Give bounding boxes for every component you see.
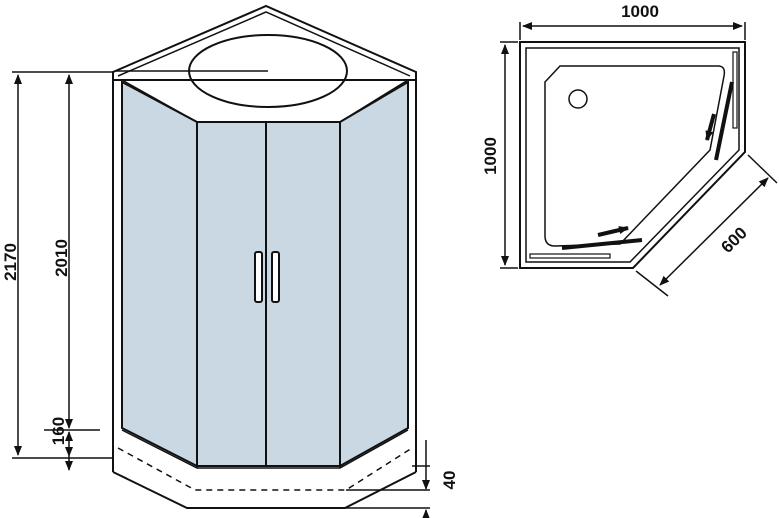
dim-tray-height: 160 (49, 417, 73, 471)
dim-plan-width-label: 1000 (621, 2, 659, 21)
dim-door-side: 600 (635, 154, 778, 297)
dim-total-height-label: 2170 (1, 243, 20, 281)
glass-panel-right (339, 80, 409, 468)
cabin-roof-inner (117, 11, 411, 77)
plan-view: 1000 1000 600 (481, 2, 778, 297)
door-arrow-right (705, 113, 716, 141)
rail-bottom (529, 253, 611, 259)
drain-icon (568, 89, 588, 109)
dim-door-side-label: 600 (717, 223, 750, 256)
door-handle-right (271, 251, 280, 303)
dim-total-height: 2170 (1, 71, 113, 459)
rail-right (732, 51, 738, 129)
cabin-roof-outline (112, 4, 417, 81)
front-view: 2170 2010 160 40 (1, 4, 459, 518)
sliding-door-right (714, 81, 734, 161)
door-handle-left (254, 251, 263, 303)
dim-cabin-height-label: 2010 (52, 239, 71, 277)
dim-cabin-height: 2010 (44, 74, 100, 431)
dim-tray-offset-label: 40 (440, 471, 459, 490)
dim-tray-offset: 40 (422, 440, 459, 518)
dim-plan-depth: 1000 (481, 41, 518, 269)
tray-hidden-edge (117, 447, 413, 491)
dim-plan-width: 1000 (519, 2, 746, 40)
glass-panel-left (121, 80, 198, 468)
dim-tray-height-label: 160 (49, 417, 68, 445)
dim-plan-depth-label: 1000 (481, 137, 500, 175)
tray-rim (121, 429, 409, 469)
door-arrow-bottom (597, 226, 629, 237)
sliding-door-bottom (561, 238, 643, 250)
